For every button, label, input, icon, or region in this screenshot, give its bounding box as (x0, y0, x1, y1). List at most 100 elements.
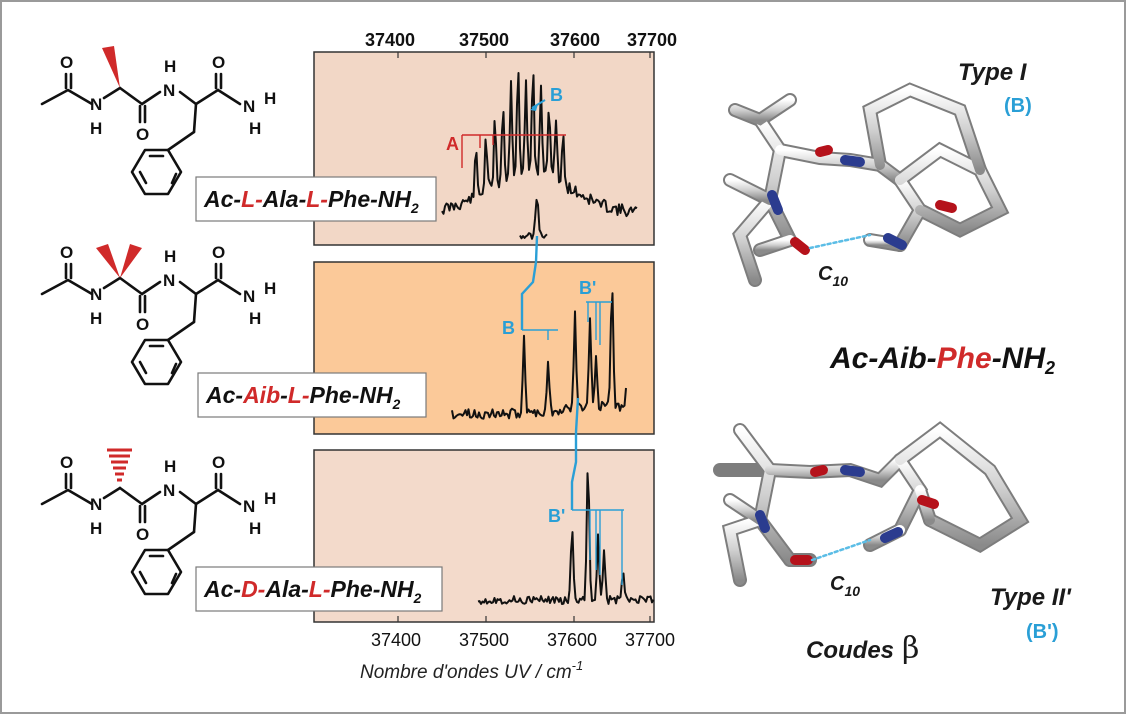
label-part: Ac- (203, 186, 241, 212)
molecule-structures: O N H O N H O N H H O N H O N H O N H H (40, 46, 276, 596)
label-subscript: 2 (413, 591, 422, 606)
atom-o: O (136, 315, 149, 334)
atom-n: N (163, 481, 175, 500)
center-title: Ac-Aib-Phe-NH2 (829, 342, 1055, 378)
molecule-ala-l: O N H O N H O N H H (40, 46, 276, 196)
label-b-top: B (550, 85, 563, 105)
methyl-wedge-1 (96, 244, 120, 278)
atom-o: O (136, 125, 149, 144)
middle-assignment-comb: B B' (502, 235, 612, 345)
label-part: Phe-NH (331, 576, 414, 602)
molecule-label-ala-d: Ac-D-Ala-L-Phe-NH2 (203, 576, 422, 606)
atom-h: H (164, 457, 176, 476)
label-part: Phe-NH (328, 186, 411, 212)
label-part: Ac- (203, 576, 241, 602)
atom-n: N (243, 97, 255, 116)
top-assignment-comb: A B (446, 85, 566, 168)
atom-h: H (164, 57, 176, 76)
label-part: Ala- (264, 576, 308, 602)
atom-h: H (249, 119, 261, 138)
atom-n: N (163, 271, 175, 290)
atom-n: N (90, 285, 102, 304)
label-part: L- (288, 382, 310, 408)
bottom-assignment-comb: B' (548, 397, 624, 585)
model-type-i (723, 82, 1010, 287)
bottom-tick-3: 37700 (625, 630, 675, 650)
label-box-2 (197, 372, 427, 418)
x-axis-label: Nombre d'ondes UV / cm-1 (360, 658, 583, 683)
label-box-3 (195, 566, 443, 612)
label-part: - (280, 382, 288, 408)
atom-h: H (90, 519, 102, 538)
atom-o: O (60, 243, 73, 262)
label-box-1 (195, 176, 437, 222)
label-subscript: 2 (1044, 358, 1055, 378)
atom-n: N (243, 497, 255, 516)
top-tick-0: 37400 (365, 30, 415, 50)
top-tick-2: 37600 (550, 30, 600, 50)
type-ii-label: Type II' (990, 584, 1072, 611)
label-part: L- (306, 186, 328, 212)
bottom-tick-2: 37600 (547, 630, 597, 650)
label-b-middle: B (502, 318, 515, 338)
spectrum-trace-aib (451, 292, 627, 420)
molecule-labels: Ac-L-Ala-L-Phe-NH2 Ac-Aib-L-Phe-NH2 Ac-D… (195, 176, 443, 612)
label-part: Ac-Aib- (829, 342, 937, 375)
atom-o: O (212, 243, 225, 262)
molecule-label-ala-l: Ac-L-Ala-L-Phe-NH2 (203, 186, 419, 216)
atom-h: H (264, 279, 276, 298)
label-part: L- (309, 576, 331, 602)
type-ii-sub: (B') (1026, 621, 1059, 643)
methyl-wedge (102, 46, 120, 88)
bottom-tick-1: 37500 (459, 630, 509, 650)
type-i-sub: (B) (1004, 95, 1032, 117)
atom-o: O (60, 453, 73, 472)
spectra-panels (313, 51, 655, 623)
atom-o: O (212, 453, 225, 472)
atom-n: N (90, 95, 102, 114)
label-bprime-bottom: B' (548, 506, 565, 526)
label-part: Phe (937, 342, 992, 375)
c10-bottom: C10 (830, 573, 860, 599)
atom-o: O (212, 53, 225, 72)
model-type-ii-prime (713, 421, 1030, 587)
top-tick-3: 37700 (627, 30, 677, 50)
atom-h: H (249, 309, 261, 328)
label-part: L- (241, 186, 263, 212)
atom-n: N (163, 81, 175, 100)
label-part: Ac- (205, 382, 243, 408)
label-part: -NH (992, 342, 1047, 375)
label-bprime-middle: B' (579, 278, 596, 298)
atom-h: H (264, 489, 276, 508)
label-a: A (446, 134, 459, 154)
atom-h: H (90, 309, 102, 328)
atom-h: H (90, 119, 102, 138)
atom-o: O (136, 525, 149, 544)
molecule-ala-d: O N H O N H O N H H (40, 448, 276, 596)
top-tick-1: 37500 (459, 30, 509, 50)
atom-h: H (249, 519, 261, 538)
atom-o: O (60, 53, 73, 72)
atom-n: N (243, 287, 255, 306)
methyl-wedge-2 (120, 244, 142, 278)
atom-n: N (90, 495, 102, 514)
label-subscript: 2 (392, 397, 401, 412)
atom-h: H (264, 89, 276, 108)
spectrum-trace-ala-d (477, 472, 655, 605)
spectrum-trace-ala-l-hole (519, 198, 548, 240)
atom-h: H (164, 247, 176, 266)
label-part: Phe-NH (310, 382, 393, 408)
molecule-label-aib: Ac-Aib-L-Phe-NH2 (205, 382, 401, 412)
label-part: Ala- (262, 186, 306, 212)
bottom-tick-0: 37400 (371, 630, 421, 650)
molecule-aib: O N H O N H O N H H (40, 243, 276, 386)
label-subscript: 2 (410, 201, 419, 216)
label-part: Aib (242, 382, 280, 408)
type-i-label: Type I (958, 59, 1028, 86)
methyl-hashed-wedge (107, 448, 132, 482)
axis-ticks (397, 52, 651, 622)
c10-top: C10 (818, 263, 848, 289)
label-part: D- (241, 576, 265, 602)
